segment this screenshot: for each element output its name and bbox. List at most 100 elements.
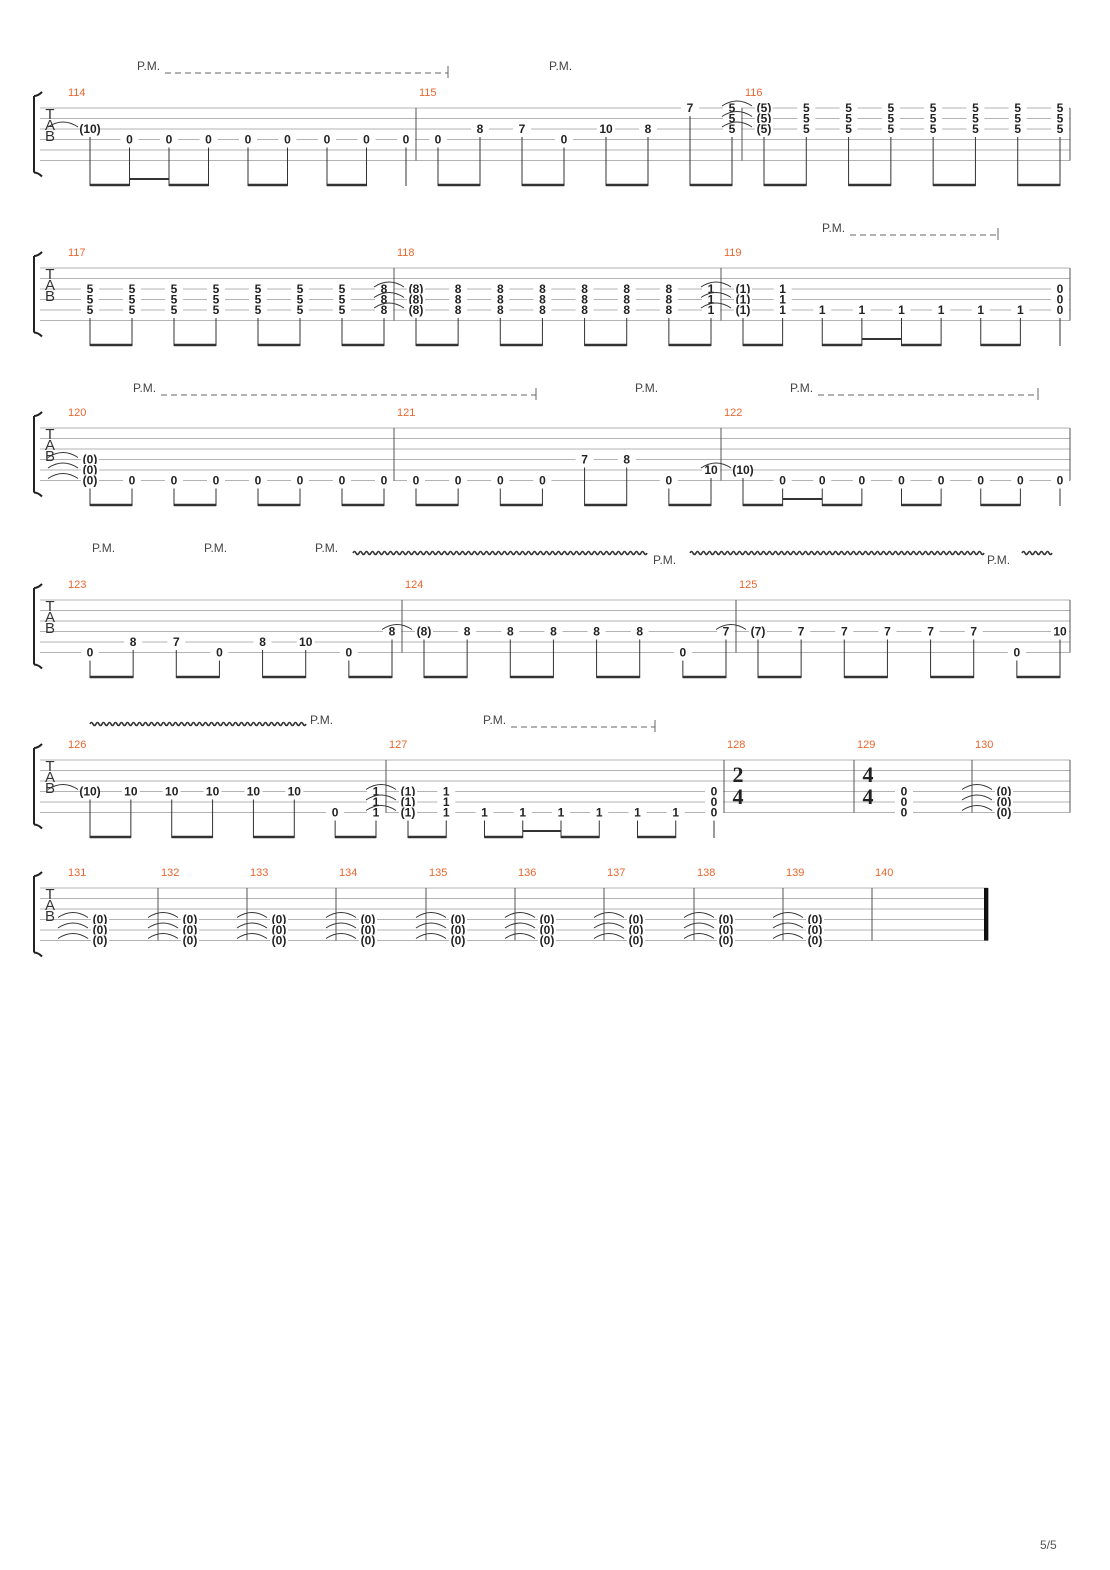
measure-number: 126 (68, 739, 86, 751)
fret-bg (123, 304, 141, 316)
fret-bg (165, 283, 183, 295)
fret-number: (0) (272, 913, 287, 927)
fret-number: 10 (124, 785, 138, 799)
fret-bg (326, 806, 345, 819)
fret-number: 8 (645, 122, 652, 136)
fret-number: 1 (779, 303, 786, 317)
fret-bg (449, 934, 467, 947)
tie-arc (683, 933, 715, 939)
fret-bg (449, 293, 468, 306)
tab-clef-letter: T (45, 106, 54, 123)
fret-number: 1 (977, 303, 984, 317)
fret-number: 7 (970, 625, 977, 639)
fret-bg (383, 625, 401, 638)
fret-number: 7 (841, 625, 848, 639)
fret-bg (723, 123, 741, 135)
measure-number: 139 (786, 867, 804, 879)
fret-number: 8 (666, 293, 673, 307)
fret-bg (797, 102, 816, 114)
tie-arc (47, 121, 79, 128)
fret-number: 8 (636, 625, 643, 639)
measure-number: 121 (397, 407, 415, 419)
fret-bg (449, 913, 467, 926)
fret-bg (806, 934, 824, 947)
fret-bg (773, 304, 792, 316)
fret-number: 1 (373, 785, 380, 799)
palm-mute-label: P.M. (635, 381, 658, 395)
tie-arc (236, 933, 268, 939)
fret-bg (207, 474, 225, 487)
measure-number: 137 (607, 867, 625, 879)
fret-number: 7 (798, 625, 805, 639)
tab-clef-letter: A (45, 437, 55, 454)
fret-number: 5 (87, 293, 94, 307)
palm-mute-label: P.M. (790, 381, 813, 395)
fret-number: (10) (79, 122, 100, 136)
fret-bg (575, 293, 594, 306)
fret-bg (734, 304, 752, 316)
tie-arc (700, 292, 732, 298)
palm-mute-label: P.M. (133, 381, 156, 395)
fret-bg (628, 806, 647, 819)
tie-arc (325, 933, 357, 939)
fret-bg (681, 102, 699, 114)
fret-bg (291, 293, 309, 306)
fret-number: 5 (888, 122, 895, 136)
tab-clef-letter: B (45, 908, 55, 925)
fret-number: (0) (183, 934, 198, 948)
fret-number: 1 (859, 303, 866, 317)
fret-number: 5 (888, 101, 895, 115)
fret-number: 0 (977, 474, 984, 488)
fret-number: 8 (455, 293, 462, 307)
fret-bg (995, 785, 1013, 798)
measure-number: 131 (68, 867, 86, 879)
fret-number: 8 (581, 303, 588, 317)
fret-bg (895, 785, 913, 798)
fret-bg (291, 304, 309, 316)
tie-arc (47, 462, 79, 469)
fret-number: 8 (539, 282, 546, 296)
page-number: 5/5 (1040, 1538, 1057, 1552)
fret-bg (1051, 625, 1069, 638)
fret-number: 8 (130, 635, 137, 649)
fret-bg (471, 123, 489, 135)
tab-clef-letter: T (45, 426, 54, 443)
fret-number: 0 (711, 806, 718, 820)
fret-bg (734, 464, 752, 476)
fret-bg (91, 913, 109, 926)
fret-bg (367, 806, 385, 819)
fret-bg (407, 474, 425, 487)
fret-number: 0 (901, 806, 908, 820)
tab-clef-letter: B (45, 128, 55, 145)
fret-bg (755, 123, 773, 135)
measure-number: 118 (397, 247, 415, 259)
fret-bg (921, 625, 940, 638)
fret-bg (291, 474, 309, 487)
fret-bg (181, 924, 199, 936)
tie-arc (57, 922, 89, 929)
fret-number: 0 (1057, 282, 1064, 296)
fret-bg (659, 293, 678, 306)
fret-bg (407, 293, 425, 306)
tie-arc (415, 933, 447, 939)
fret-bg (162, 785, 181, 798)
fret-number: 7 (519, 122, 526, 136)
fret-bg (407, 283, 425, 295)
fret-number: 5 (803, 101, 810, 115)
fret-number: 0 (363, 133, 370, 147)
fret-bg (538, 934, 556, 947)
fret-number: 5 (803, 122, 810, 136)
fret-number: 1 (443, 806, 450, 820)
fret-bg (533, 293, 552, 306)
fret-bg (895, 796, 913, 808)
fret-number: 1 (481, 806, 488, 820)
fret-bg (165, 304, 183, 316)
fret-number: 8 (539, 293, 546, 307)
fret-number: 8 (539, 303, 546, 317)
tie-arc (147, 912, 179, 918)
fret-number: 7 (687, 101, 694, 115)
tie-arc (700, 462, 732, 469)
fret-number: (0) (93, 923, 108, 937)
fret-number: 5 (845, 122, 852, 136)
